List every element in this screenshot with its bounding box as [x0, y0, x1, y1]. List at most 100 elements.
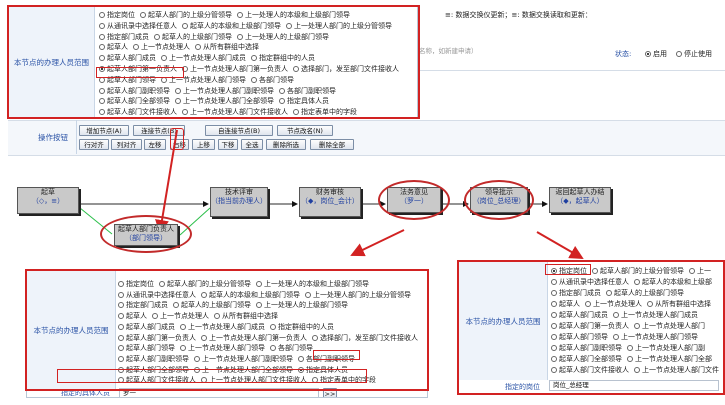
op-button[interactable]: 删除全部: [310, 139, 354, 150]
range-option[interactable]: 起草人部门第一负责人: [94, 64, 177, 74]
range-option[interactable]: 起草人: [94, 42, 128, 52]
option-label: 上一节点处理人部门第一负责人: [190, 65, 288, 73]
range-option[interactable]: 上一处理人的上级部门领导: [251, 300, 348, 310]
range-option[interactable]: 各部门副职领导: [274, 86, 336, 96]
node-sub: （指当前办理人）: [211, 197, 267, 205]
specified-person-input[interactable]: 罗一: [119, 388, 319, 397]
range-option[interactable]: 起草人的本级和上级部: [629, 277, 712, 287]
range-option[interactable]: 起草人部门文件接收人: [94, 107, 177, 117]
range-option[interactable]: 上一节点处理人部门成员: [608, 310, 698, 320]
range-option[interactable]: 上一处理人部门的上级分管领导: [300, 290, 411, 300]
range-option[interactable]: 从所有群组中选择: [190, 42, 259, 52]
range-option[interactable]: 指定部门成员: [113, 300, 168, 310]
range-option[interactable]: 指定具体人员: [274, 96, 329, 106]
range-option[interactable]: 起草人的上级部门领导: [601, 288, 684, 298]
range-option[interactable]: 上一节点处理人部门文件接收人: [177, 107, 288, 117]
op-button[interactable]: 列对齐: [111, 139, 142, 150]
range-option[interactable]: 起草人的本级和上级部门领导: [196, 290, 300, 300]
range-option[interactable]: 上一节点处理人部门第一负责人: [177, 64, 288, 74]
range-option[interactable]: 选择部门，发至部门文件接收人: [307, 333, 418, 343]
range-option[interactable]: 选择部门，发至部门文件接收人: [288, 64, 399, 74]
range-option[interactable]: 上一节点处理人部门成员: [175, 322, 265, 332]
range-option[interactable]: 起草人部门副职领导: [546, 343, 622, 353]
op-button[interactable]: 增加节点(A): [79, 125, 129, 136]
range-option[interactable]: 上一节点处理人部门全部领导: [170, 96, 274, 106]
range-option[interactable]: 起草人部门全部领导: [546, 354, 622, 364]
range-option[interactable]: 上一节点处理人: [147, 311, 209, 321]
op-button[interactable]: 删除所选: [266, 139, 306, 150]
range-option[interactable]: 指定部门成员: [546, 288, 601, 298]
range-option[interactable]: 上一节点处理人部门副: [622, 343, 705, 353]
flow-node-return[interactable]: 返回起草人办结 （◆，起草人）: [549, 187, 611, 213]
range-option[interactable]: 起草人的本级和上级部门领导: [177, 21, 281, 31]
range-option[interactable]: 起草人部门第一负责人: [113, 333, 196, 343]
range-option[interactable]: 上一: [684, 266, 711, 276]
radio-icon: [99, 55, 105, 62]
range-option[interactable]: 上一节点处理人: [128, 42, 190, 52]
range-option[interactable]: 指定群组中的人员: [246, 53, 315, 63]
range-option[interactable]: 起草人的上级部门领导: [168, 300, 251, 310]
range-option[interactable]: 起草人部门文件接收人: [546, 365, 629, 375]
range-option[interactable]: 从通讯录中选择任意人: [94, 21, 177, 31]
range-option[interactable]: 起草人部门的上级分管领导: [587, 266, 684, 276]
range-option[interactable]: 起草人部门副职领导: [94, 86, 170, 96]
range-option[interactable]: 上一节点处理人部门副职领导: [189, 354, 293, 364]
range-option[interactable]: 指定部门成员: [94, 32, 149, 42]
range-option[interactable]: 各部门领导: [265, 343, 313, 353]
range-option[interactable]: 从通讯录中选择任意人: [546, 277, 629, 287]
range-option[interactable]: 起草人的上级部门领导: [149, 32, 232, 42]
range-option[interactable]: 指定岗位: [546, 266, 587, 276]
range-option[interactable]: 指定岗位: [94, 10, 135, 20]
range-option[interactable]: 起草人部门第一负责人: [546, 321, 629, 331]
flow-node-finance[interactable]: 财务审核 （◆，岗位_会计）: [299, 187, 361, 217]
op-button[interactable]: 全选: [241, 139, 263, 150]
range-option[interactable]: 上一处理人的本级和上级部门领导: [232, 10, 350, 20]
range-option[interactable]: 起草人部门副职领导: [113, 354, 189, 364]
select-person-button[interactable]: >>: [323, 388, 337, 398]
range-option[interactable]: 起草人部门领导: [113, 343, 175, 353]
range-option[interactable]: 从所有群组中选择: [642, 299, 711, 309]
radio-icon: [118, 291, 124, 298]
op-button[interactable]: 上移: [192, 139, 215, 150]
op-button[interactable]: 自连接节点(B): [205, 125, 273, 136]
range-option[interactable]: 上一节点处理人部门成员: [156, 53, 246, 63]
status-disabled[interactable]: 停止使用: [671, 49, 712, 59]
op-button[interactable]: 节点改名(N): [277, 125, 333, 136]
range-option[interactable]: 起草人: [546, 299, 580, 309]
flow-node-draft[interactable]: 起草 （◇，≡）: [17, 187, 79, 214]
range-option[interactable]: 上一节点处理人部门副职领导: [170, 86, 274, 96]
range-option[interactable]: 上一节点处理人部门第一负责人: [196, 333, 307, 343]
op-button[interactable]: 左移: [144, 139, 166, 150]
name-input[interactable]: 摸区域的名称，如新建申请）: [390, 47, 595, 58]
range-option[interactable]: 指定岗位: [113, 279, 154, 289]
range-option[interactable]: 上一节点处理人部门领导: [175, 343, 265, 353]
range-option[interactable]: 起草人: [113, 311, 147, 321]
op-button[interactable]: 行对齐: [79, 139, 109, 150]
status-enabled[interactable]: 启用: [640, 49, 667, 59]
range-option[interactable]: 上一处理人的本级和上级部门领导: [251, 279, 369, 289]
range-option[interactable]: 起草人部门全部领导: [94, 96, 170, 106]
range-option[interactable]: 上一处理人的上级部门领导: [232, 32, 329, 42]
range-option[interactable]: 从通讯录中选择任意人: [113, 290, 196, 300]
range-option[interactable]: 起草人部门成员: [94, 53, 156, 63]
range-option[interactable]: 上一节点处理人部门领导: [608, 332, 698, 342]
range-option[interactable]: 起草人部门成员: [113, 322, 175, 332]
op-button[interactable]: 连接节点(B): [133, 125, 185, 136]
op-button[interactable]: 下移: [218, 139, 238, 150]
range-option[interactable]: 上一节点处理人部门全部: [622, 354, 712, 364]
range-option[interactable]: 指定群组中的人员: [265, 322, 334, 332]
range-option[interactable]: 上一处理人部门的上级分管领导: [281, 21, 392, 31]
range-option[interactable]: 起草人部门的上级分管领导: [135, 10, 232, 20]
range-option[interactable]: 起草人部门领导: [546, 332, 608, 342]
range-option[interactable]: 各部门副职领导: [293, 354, 355, 364]
range-option[interactable]: 从所有群组中选择: [209, 311, 278, 321]
post-input[interactable]: 岗位_总经理: [549, 380, 719, 391]
range-option[interactable]: 起草人部门的上级分管领导: [154, 279, 251, 289]
range-option[interactable]: 上一节点处理人部门: [629, 321, 705, 331]
range-option[interactable]: 起草人部门成员: [546, 310, 608, 320]
flow-node-tech-review[interactable]: 技术评审 （指当前办理人）: [210, 187, 268, 217]
range-option[interactable]: 上一节点处理人部门文件: [629, 365, 719, 375]
range-option[interactable]: 指定表单中的字段: [288, 107, 357, 117]
range-option[interactable]: 上一节点处理人: [580, 299, 642, 309]
range-option[interactable]: 各部门领导: [246, 75, 294, 85]
